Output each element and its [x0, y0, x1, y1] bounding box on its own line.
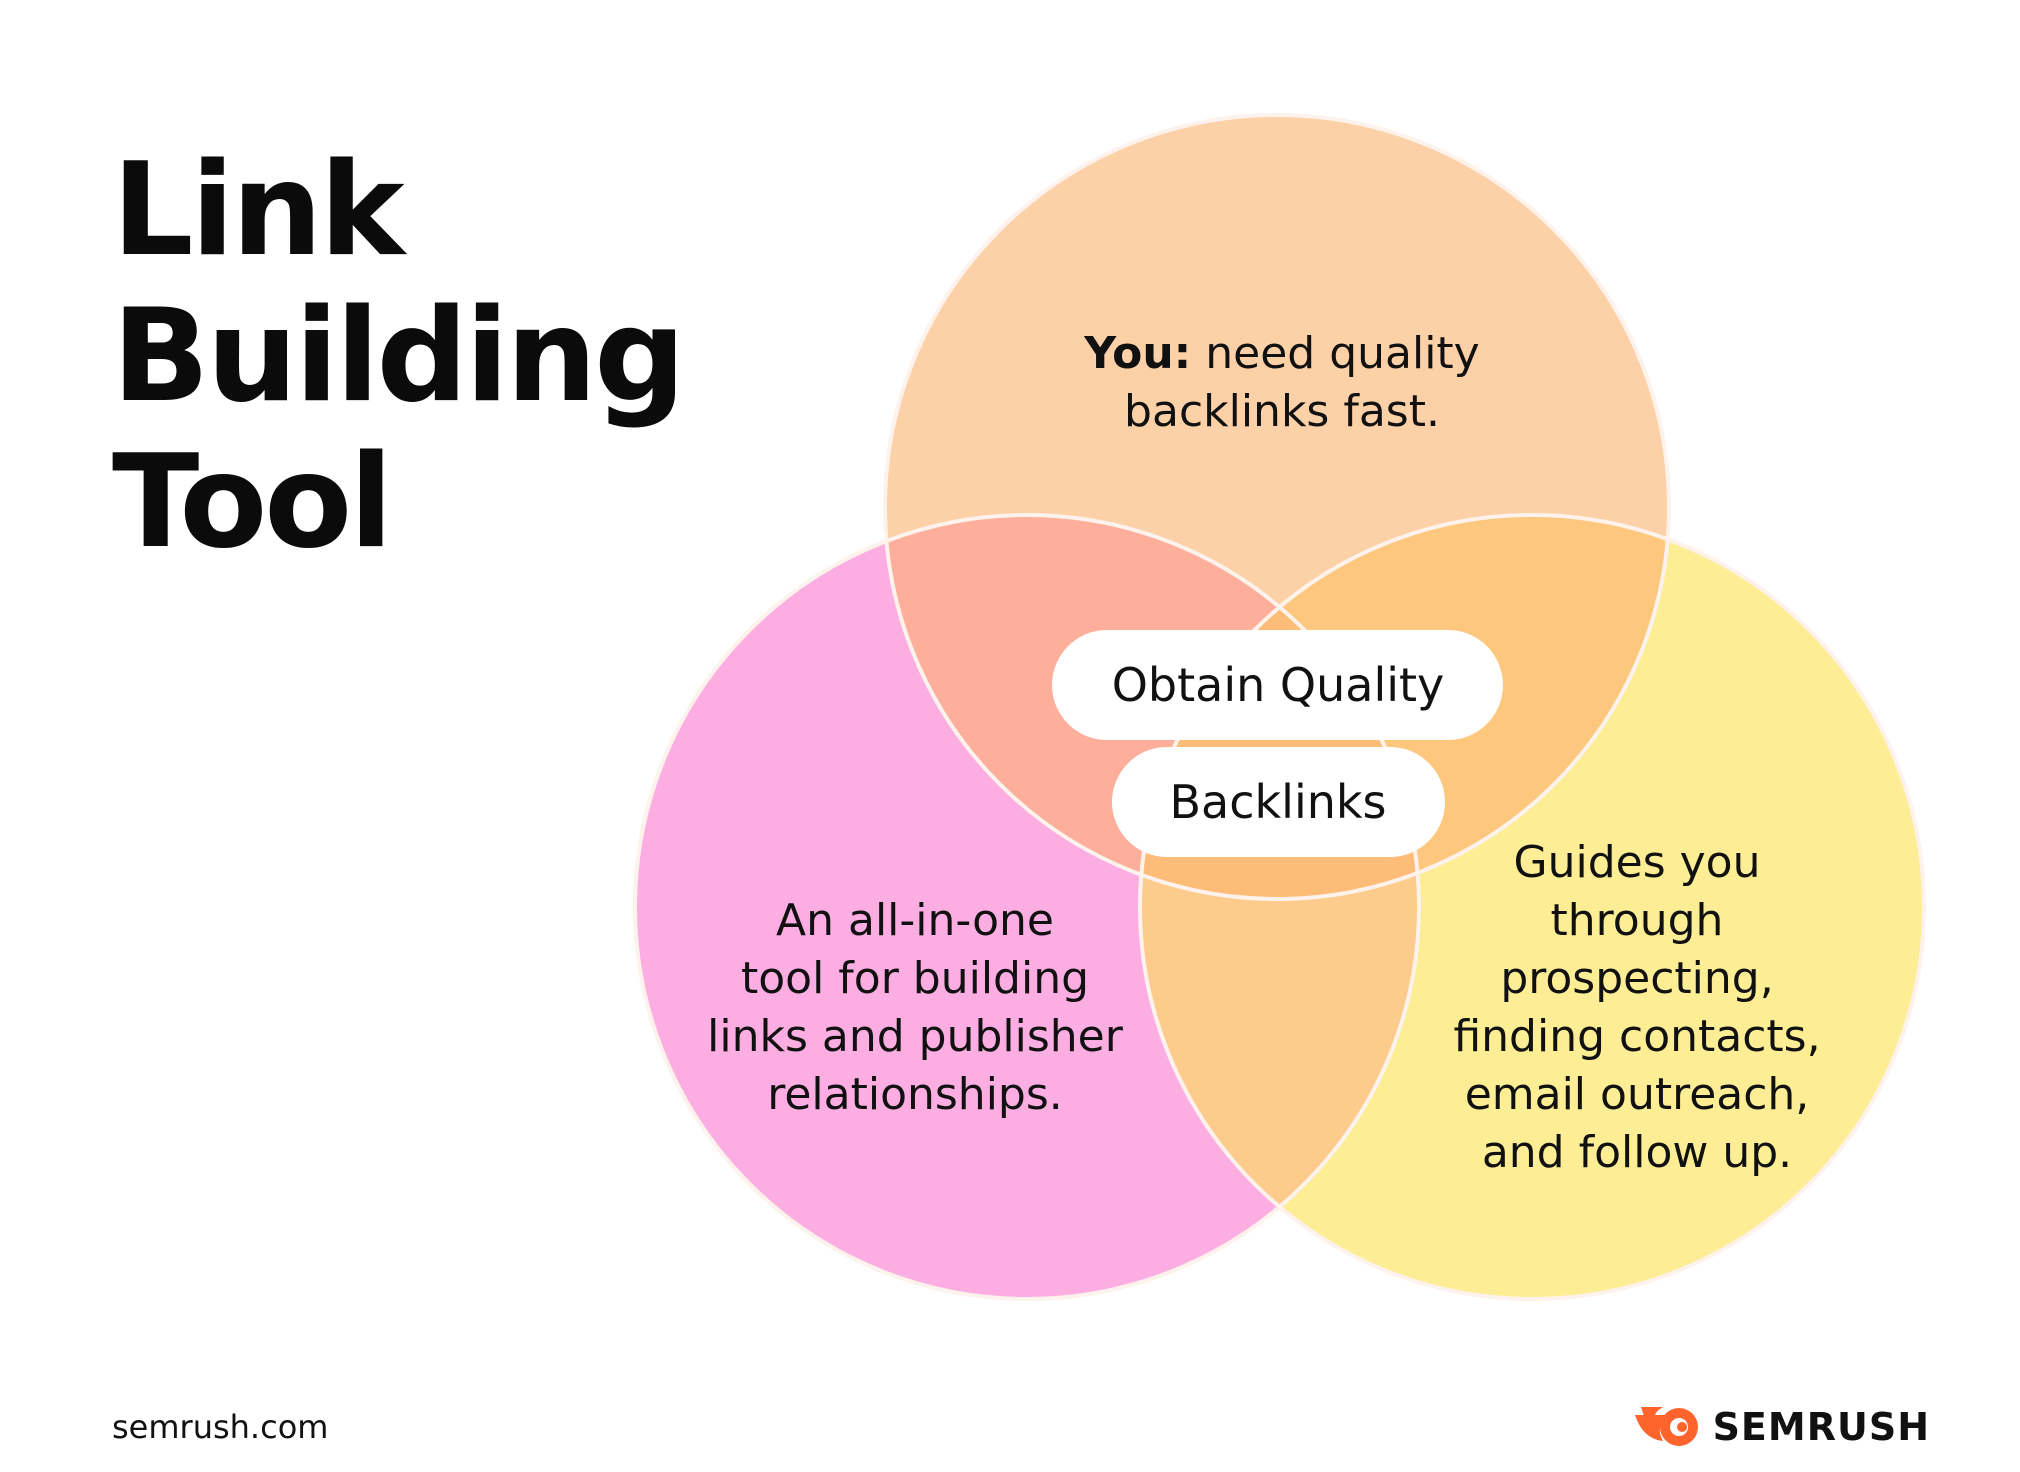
brand-logo: SEMRUSH	[1633, 1402, 1930, 1452]
footer-url: semrush.com	[112, 1408, 329, 1446]
right-circle-line-5: email outreach,	[1465, 1069, 1810, 1120]
venn-outline-top	[883, 113, 1671, 901]
right-circle-line-1: Guides you	[1514, 837, 1761, 888]
left-circle-line-3: links and publisher	[707, 1011, 1124, 1062]
brand-name: SEMRUSH	[1712, 1405, 1930, 1449]
left-circle-line-4: relationships.	[767, 1069, 1063, 1120]
venn-outline-right	[1138, 513, 1926, 1301]
top-circle-line-1: need quality	[1191, 328, 1479, 379]
right-circle-line-6: and follow up.	[1482, 1127, 1792, 1178]
top-circle-text: You: need quality	[1083, 328, 1479, 379]
venn-outline-left	[633, 513, 1421, 1301]
left-circle-line-2: tool for building	[741, 953, 1089, 1004]
left-circle-line-1: An all-in-one	[776, 895, 1054, 946]
right-circle-line-3: prospecting,	[1500, 953, 1773, 1004]
center-pill-2-label: Backlinks	[1170, 775, 1387, 829]
title-line-2: Building	[112, 282, 686, 431]
semrush-flame-icon	[1634, 1407, 1698, 1446]
page-title: Link Building Tool	[112, 136, 686, 577]
top-circle-line-2: backlinks fast.	[1124, 386, 1440, 437]
right-circle-line-2: through	[1551, 895, 1724, 946]
center-pill-1-label: Obtain Quality	[1112, 658, 1445, 712]
center-pill-2	[1112, 747, 1445, 857]
title-line-3: Tool	[112, 428, 393, 577]
top-circle-bold-prefix: You:	[1083, 328, 1191, 379]
title-line-1: Link	[112, 136, 405, 285]
center-pill-1	[1052, 630, 1503, 740]
right-circle-line-4: finding contacts,	[1453, 1011, 1820, 1062]
